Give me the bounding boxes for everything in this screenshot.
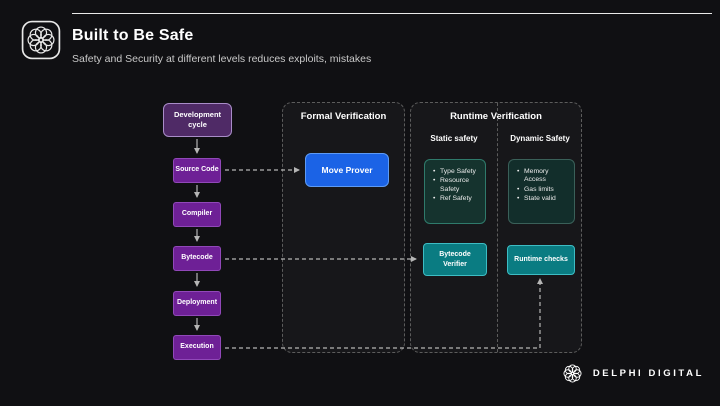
pipeline-step-source-code: Source Code xyxy=(173,158,221,183)
formal-verification-title: Formal Verification xyxy=(300,111,387,122)
pipeline-step-bytecode: Bytecode xyxy=(173,246,221,271)
static-safety-list: Type Safety Resource Safety Ref Safety xyxy=(424,159,486,224)
pipeline-step-execution: Execution xyxy=(173,335,221,360)
delphi-logo-icon xyxy=(563,364,582,383)
footer-brand: DELPHI DIGITAL xyxy=(560,361,704,386)
brand-logo-icon xyxy=(21,20,61,60)
slide-title: Built to Be Safe xyxy=(72,27,194,44)
list-item: Type Safety xyxy=(432,168,481,177)
list-item: State valid xyxy=(516,195,570,204)
move-prover-node: Move Prover xyxy=(305,153,389,187)
runtime-verification-panel: Runtime Verification Static safety Dynam… xyxy=(410,102,582,353)
list-item: Ref Safety xyxy=(432,195,481,204)
runtime-panel-divider xyxy=(497,103,498,352)
list-item: Memory Access xyxy=(516,168,570,185)
dynamic-safety-label: Dynamic Safety xyxy=(510,134,570,143)
dev-cycle-node: Development cycle xyxy=(163,103,232,137)
top-divider xyxy=(72,13,712,14)
runtime-verification-title: Runtime Verification xyxy=(450,111,542,122)
runtime-checks-node: Runtime checks xyxy=(507,245,575,275)
slide-subtitle: Safety and Security at different levels … xyxy=(72,53,372,65)
brand-name: DELPHI DIGITAL xyxy=(592,368,704,379)
list-item: Resource Safety xyxy=(432,177,481,194)
dynamic-safety-list: Memory Access Gas limits State valid xyxy=(508,159,575,224)
formal-verification-panel: Formal Verification Move Prover xyxy=(282,102,405,353)
pipeline-step-compiler: Compiler xyxy=(173,202,221,227)
list-item: Gas limits xyxy=(516,186,570,195)
pipeline-step-deployment: Deployment xyxy=(173,291,221,316)
static-safety-label: Static safety xyxy=(430,134,478,143)
bytecode-verifier-node: Bytecode Verifier xyxy=(423,243,487,276)
